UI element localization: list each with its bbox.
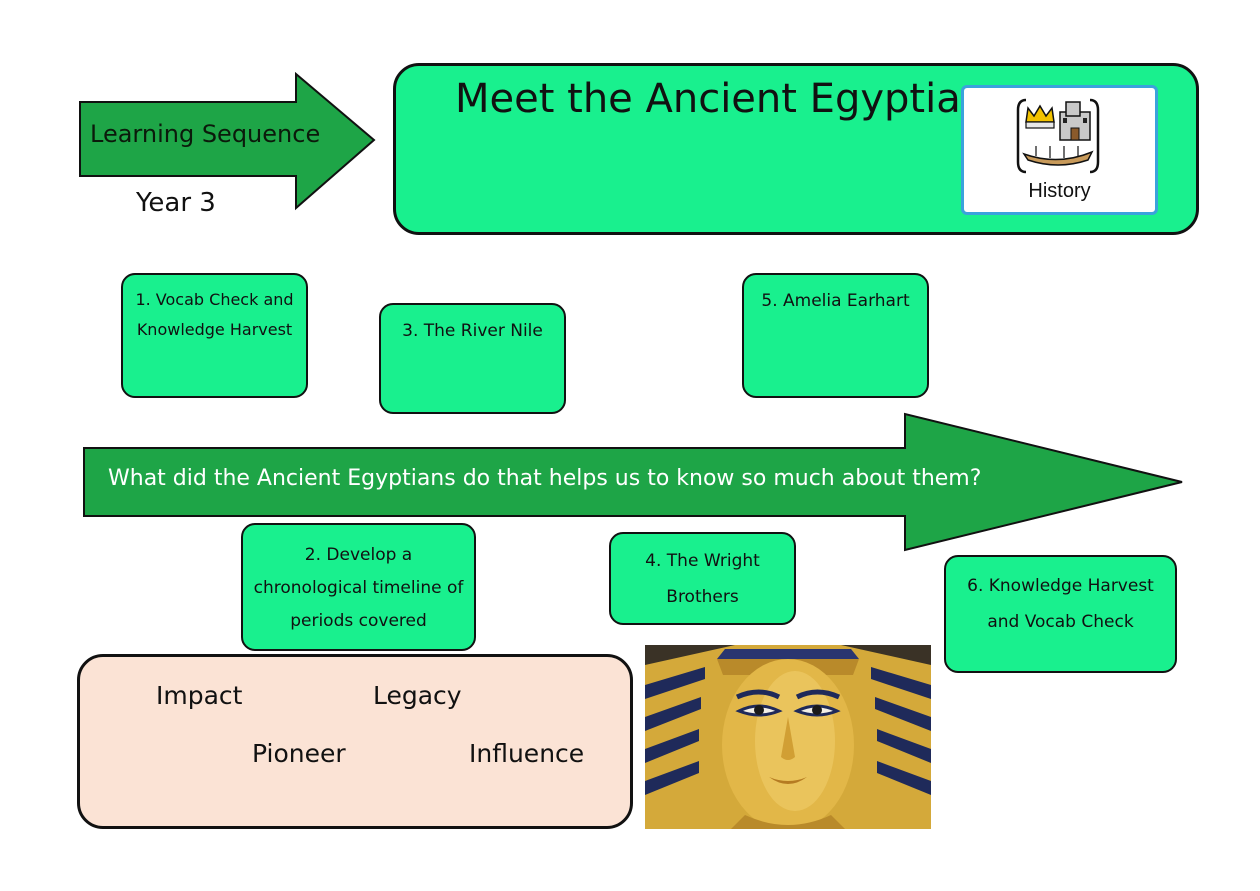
lesson-card-text: chronological timeline of bbox=[253, 578, 464, 599]
page-title: Meet the Ancient Egyptians bbox=[455, 76, 1007, 122]
history-symbol-card bbox=[961, 85, 1158, 215]
lesson-card-text: 1. Vocab Check and bbox=[135, 290, 294, 309]
lesson-card-text: 5. Amelia Earhart bbox=[761, 291, 910, 311]
keyword-pioneer: Pioneer bbox=[252, 739, 346, 768]
key-question: What did the Ancient Egyptians do that h… bbox=[108, 466, 982, 491]
history-symbol-label: History bbox=[1028, 180, 1091, 202]
keyword-panel bbox=[77, 654, 633, 829]
learning-sequence-arrow bbox=[79, 72, 376, 211]
lesson-card-5: 5. Amelia Earhart bbox=[742, 273, 929, 398]
lesson-card-4: 4. The Wright Brothers bbox=[609, 532, 796, 625]
lesson-card-text: 6. Knowledge Harvest bbox=[967, 576, 1154, 596]
keyword-influence: Influence bbox=[469, 739, 585, 768]
keyword-impact: Impact bbox=[156, 681, 243, 710]
keyword-legacy: Legacy bbox=[373, 681, 462, 710]
lesson-card-text: Brothers bbox=[666, 586, 739, 607]
lesson-card-text: 3. The River Nile bbox=[402, 321, 543, 341]
lesson-card-1: 1. Vocab Check and Knowledge Harvest bbox=[121, 273, 308, 398]
lesson-card-text: and Vocab Check bbox=[987, 611, 1134, 632]
lesson-card-3: 3. The River Nile bbox=[379, 303, 566, 414]
question-arrow bbox=[83, 412, 1183, 552]
history-symbol-icon bbox=[1016, 98, 1100, 174]
lesson-card-text: 2. Develop a bbox=[304, 545, 413, 565]
learning-sequence-label: Learning Sequence bbox=[90, 120, 321, 148]
lesson-card-text: 4. The Wright bbox=[645, 551, 760, 571]
lesson-card-6: 6. Knowledge Harvest and Vocab Check bbox=[944, 555, 1177, 673]
year-label: Year 3 bbox=[136, 188, 216, 218]
lesson-card-text: Knowledge Harvest bbox=[136, 320, 293, 340]
lesson-card-text: periods covered bbox=[290, 611, 427, 632]
pharaoh-mask-image bbox=[645, 645, 931, 829]
lesson-card-2: 2. Develop a chronological timeline of p… bbox=[241, 523, 476, 651]
